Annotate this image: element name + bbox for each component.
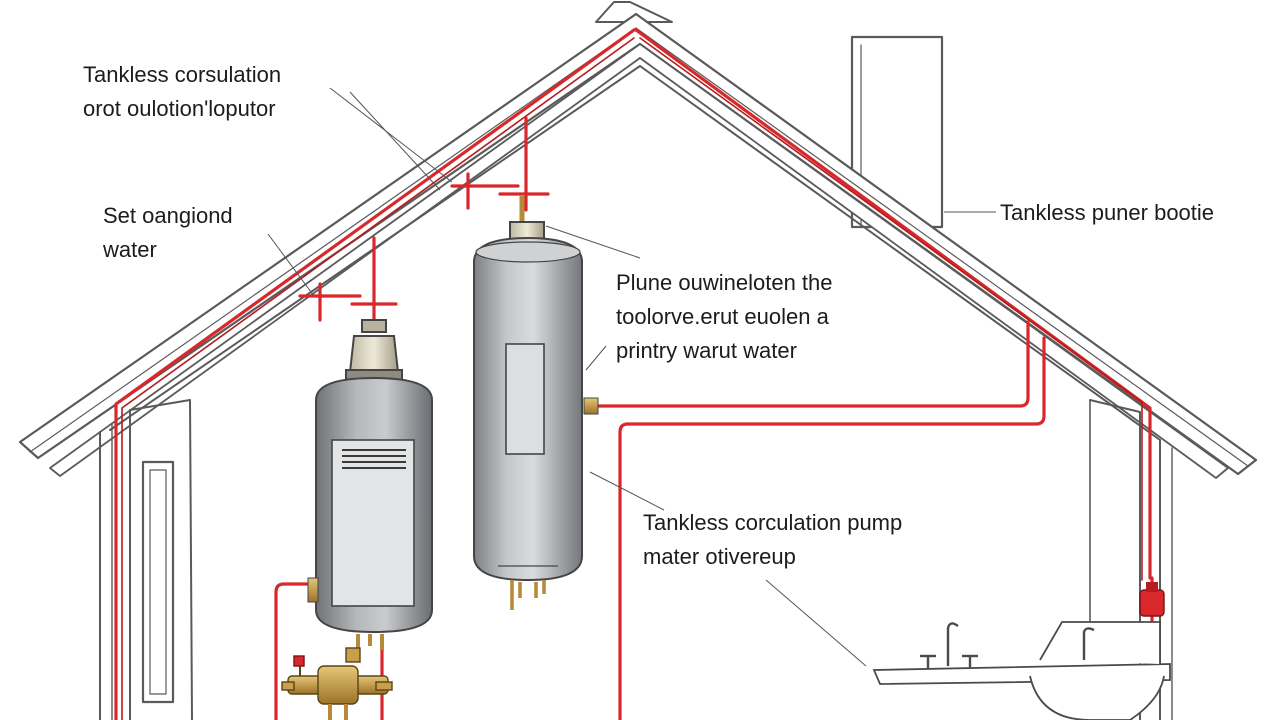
roof-left-inner bbox=[49, 43, 641, 477]
callout-center-line2: toolorve.erut euolen a bbox=[616, 304, 829, 329]
callout-right: Tankless puner bootie bbox=[1000, 196, 1214, 230]
storage-tank bbox=[473, 196, 599, 610]
callout-top-left: Tankless corsulation orot oulotion'loput… bbox=[83, 58, 281, 126]
callout-lower-center-line2: mater otivereup bbox=[643, 544, 796, 569]
callout-center-line3: printry warut water bbox=[616, 338, 797, 363]
callout-top-left-line2: orot oulotion'loputor bbox=[83, 96, 276, 121]
left-wall bbox=[99, 399, 193, 720]
hot-water-pipes bbox=[114, 28, 1154, 720]
callout-right-line1: Tankless puner bootie bbox=[1000, 200, 1215, 225]
left-window bbox=[141, 460, 175, 704]
callout-center-line1: Plune ouwineloten the bbox=[616, 270, 833, 295]
callout-lower-center: Tankless corculation pump mater otivereu… bbox=[643, 506, 902, 574]
brass-valve-assembly bbox=[281, 647, 393, 720]
faucet-handles bbox=[920, 622, 978, 668]
callout-mid-left-line1: Set oangiond bbox=[103, 203, 233, 228]
tankless-heater bbox=[307, 319, 433, 656]
callout-center: Plune ouwineloten the toolorve.erut euol… bbox=[616, 266, 833, 368]
callout-leader-lines bbox=[267, 87, 996, 667]
callout-mid-left: Set oangiond water bbox=[103, 199, 233, 267]
callout-mid-left-line2: water bbox=[103, 237, 157, 262]
roof-right-inner bbox=[639, 43, 1229, 479]
circulation-pump-valve bbox=[1139, 582, 1165, 617]
sink-fixture bbox=[872, 621, 1171, 720]
heater-vent-slots bbox=[342, 449, 406, 469]
house-structure bbox=[18, 1, 1258, 720]
callout-top-left-line1: Tankless corsulation bbox=[83, 62, 282, 87]
callout-lower-center-line1: Tankless corculation pump bbox=[643, 510, 903, 535]
